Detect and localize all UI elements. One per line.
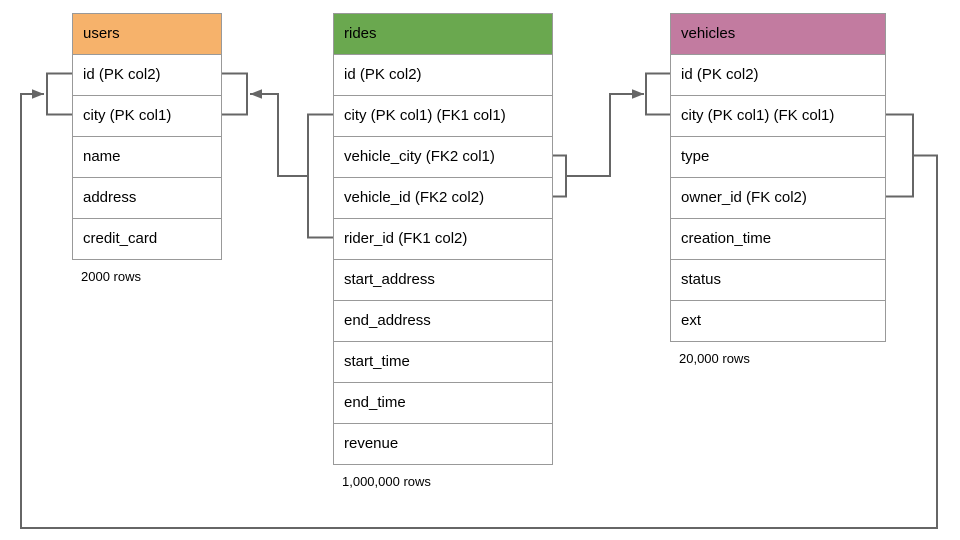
- table-vehicles-row-count: 20,000 rows: [679, 351, 750, 366]
- table-vehicles-column-ext: ext: [671, 300, 885, 341]
- rides-to-users-arrow: [250, 89, 308, 177]
- table-vehicles-column-city: city (PK col1) (FK col1): [671, 95, 885, 136]
- table-vehicles-column-creation-time: creation_time: [671, 218, 885, 259]
- table-users-column-id: id (PK col2): [73, 54, 221, 95]
- vehicles-right-bracket: [886, 113, 914, 198]
- table-users-row-count: 2000 rows: [81, 269, 141, 284]
- table-users-column-address: address: [73, 177, 221, 218]
- rides-to-vehicles-arrow: [566, 89, 644, 177]
- table-rides-column-id: id (PK col2): [334, 54, 552, 95]
- table-rides-column-end-time: end_time: [334, 382, 552, 423]
- table-rides-column-rider-id: rider_id (FK1 col2): [334, 218, 552, 259]
- table-rides-row-count: 1,000,000 rows: [342, 474, 431, 489]
- table-rides-column-city: city (PK col1) (FK1 col1): [334, 95, 552, 136]
- table-users-column-name: name: [73, 136, 221, 177]
- vehicles-to-users-arrow: [20, 89, 938, 529]
- table-rides: rides id (PK col2) city (PK col1) (FK1 c…: [333, 13, 553, 489]
- table-vehicles-column-status: status: [671, 259, 885, 300]
- table-vehicles-column-id: id (PK col2): [671, 54, 885, 95]
- table-users-column-city: city (PK col1): [73, 95, 221, 136]
- vehicles-left-bracket: [645, 72, 670, 116]
- table-rides-column-vehicle-city: vehicle_city (FK2 col1): [334, 136, 552, 177]
- table-vehicles-header: vehicles: [671, 14, 885, 54]
- table-rides-column-start-address: start_address: [334, 259, 552, 300]
- table-rides-header: rides: [334, 14, 552, 54]
- table-vehicles-column-owner-id: owner_id (FK col2): [671, 177, 885, 218]
- rides-right-bracket: [553, 154, 567, 198]
- table-users-column-credit-card: credit_card: [73, 218, 221, 259]
- table-rides-column-revenue: revenue: [334, 423, 552, 464]
- table-users: users id (PK col2) city (PK col1) name a…: [72, 13, 222, 284]
- users-right-bracket: [222, 72, 248, 116]
- table-users-header: users: [73, 14, 221, 54]
- table-vehicles-column-type: type: [671, 136, 885, 177]
- table-rides-column-start-time: start_time: [334, 341, 552, 382]
- users-left-bracket: [46, 72, 72, 116]
- table-rides-column-vehicle-id: vehicle_id (FK2 col2): [334, 177, 552, 218]
- table-rides-column-end-address: end_address: [334, 300, 552, 341]
- rides-left-bracket: [307, 113, 333, 239]
- table-vehicles: vehicles id (PK col2) city (PK col1) (FK…: [670, 13, 886, 366]
